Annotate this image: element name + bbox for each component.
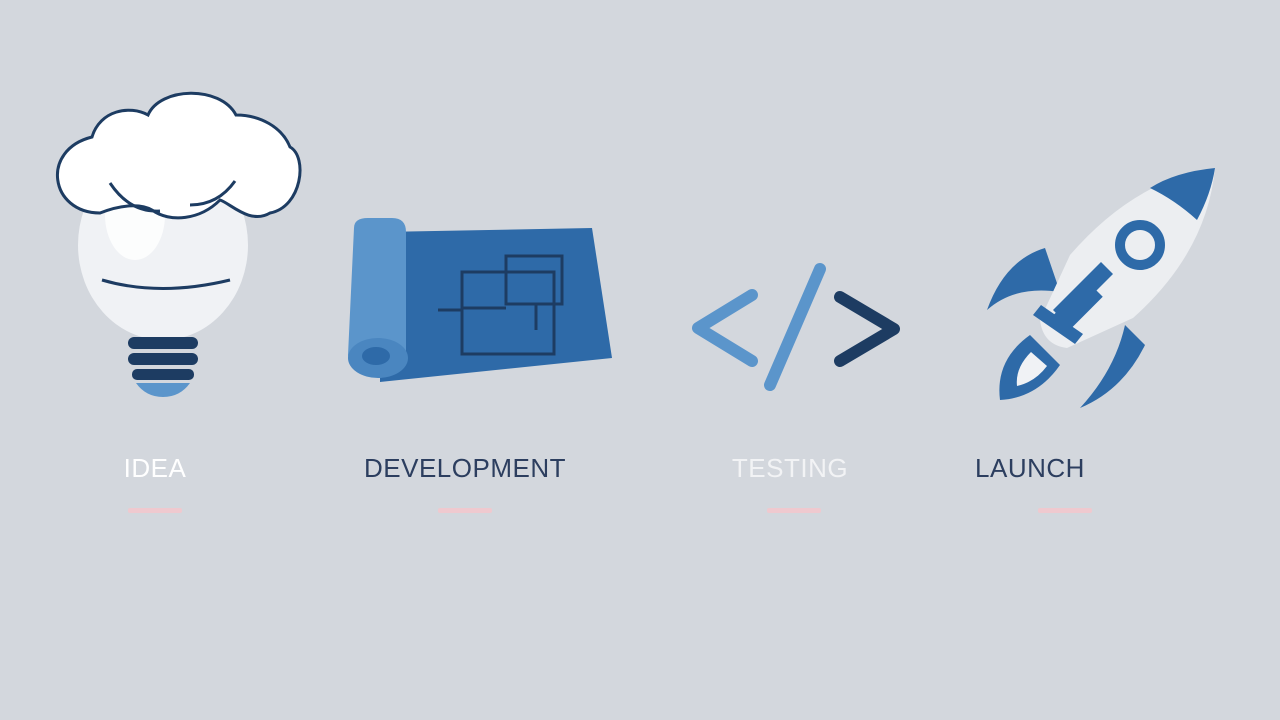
blueprint-icon — [340, 210, 620, 390]
stage-underline-testing — [767, 508, 821, 513]
stage-underline-launch — [1038, 508, 1092, 513]
stage-label-launch: LAUNCH — [975, 453, 1085, 483]
stage-label-testing: TESTING — [731, 453, 849, 483]
stage-label-development: DEVELOPMENT — [364, 453, 566, 483]
stage-underline-idea — [128, 508, 182, 513]
code-brackets-icon — [680, 255, 910, 400]
lightbulb-icon — [40, 85, 310, 405]
stage-underline-development — [438, 508, 492, 513]
stage-label-idea: IDEA — [123, 453, 187, 483]
rocket-icon — [975, 160, 1225, 415]
